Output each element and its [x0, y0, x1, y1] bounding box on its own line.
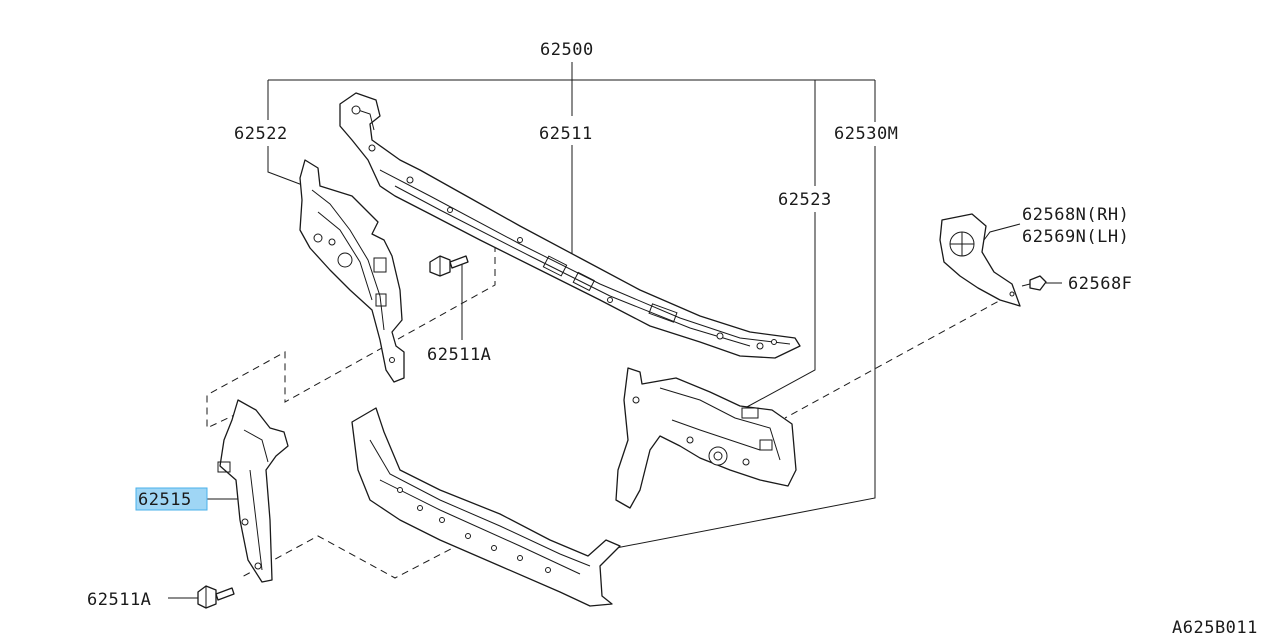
upper-bolt-part: [429, 255, 469, 277]
label-62569n-lh[interactable]: 62569N(LH): [1022, 227, 1129, 247]
label-62568n-rh[interactable]: 62568N(RH): [1022, 205, 1129, 225]
label-62511a-lower[interactable]: 62511A: [87, 590, 151, 610]
label-62511a-upper[interactable]: 62511A: [427, 345, 491, 365]
stay-part: [217, 399, 289, 583]
label-62568f[interactable]: 62568F: [1068, 274, 1132, 294]
label-62522[interactable]: 62522: [234, 124, 288, 144]
right-side-member-part: [615, 367, 797, 509]
highlight-box: [135, 487, 208, 511]
clip-part: [1021, 275, 1047, 291]
dashed-alignment-lines: [206, 245, 1009, 579]
bracket-part: [939, 213, 1021, 307]
label-62530m[interactable]: 62530M: [834, 124, 898, 144]
label-62515[interactable]: 62515: [138, 490, 192, 510]
left-side-member-part: [299, 159, 405, 383]
lower-bolt-part: [197, 585, 235, 609]
diagram-code: A625B011: [1172, 618, 1258, 638]
label-62500[interactable]: 62500: [540, 40, 594, 60]
labels: 62500 62511 62522 62530M 62523 62568N(RH…: [87, 40, 1258, 638]
label-62511[interactable]: 62511: [539, 124, 593, 144]
lower-crossmember-part: [351, 407, 621, 607]
top-crossmember-part: [339, 92, 801, 359]
label-62523[interactable]: 62523: [778, 190, 832, 210]
assembly-leader-lines: [168, 62, 1062, 599]
